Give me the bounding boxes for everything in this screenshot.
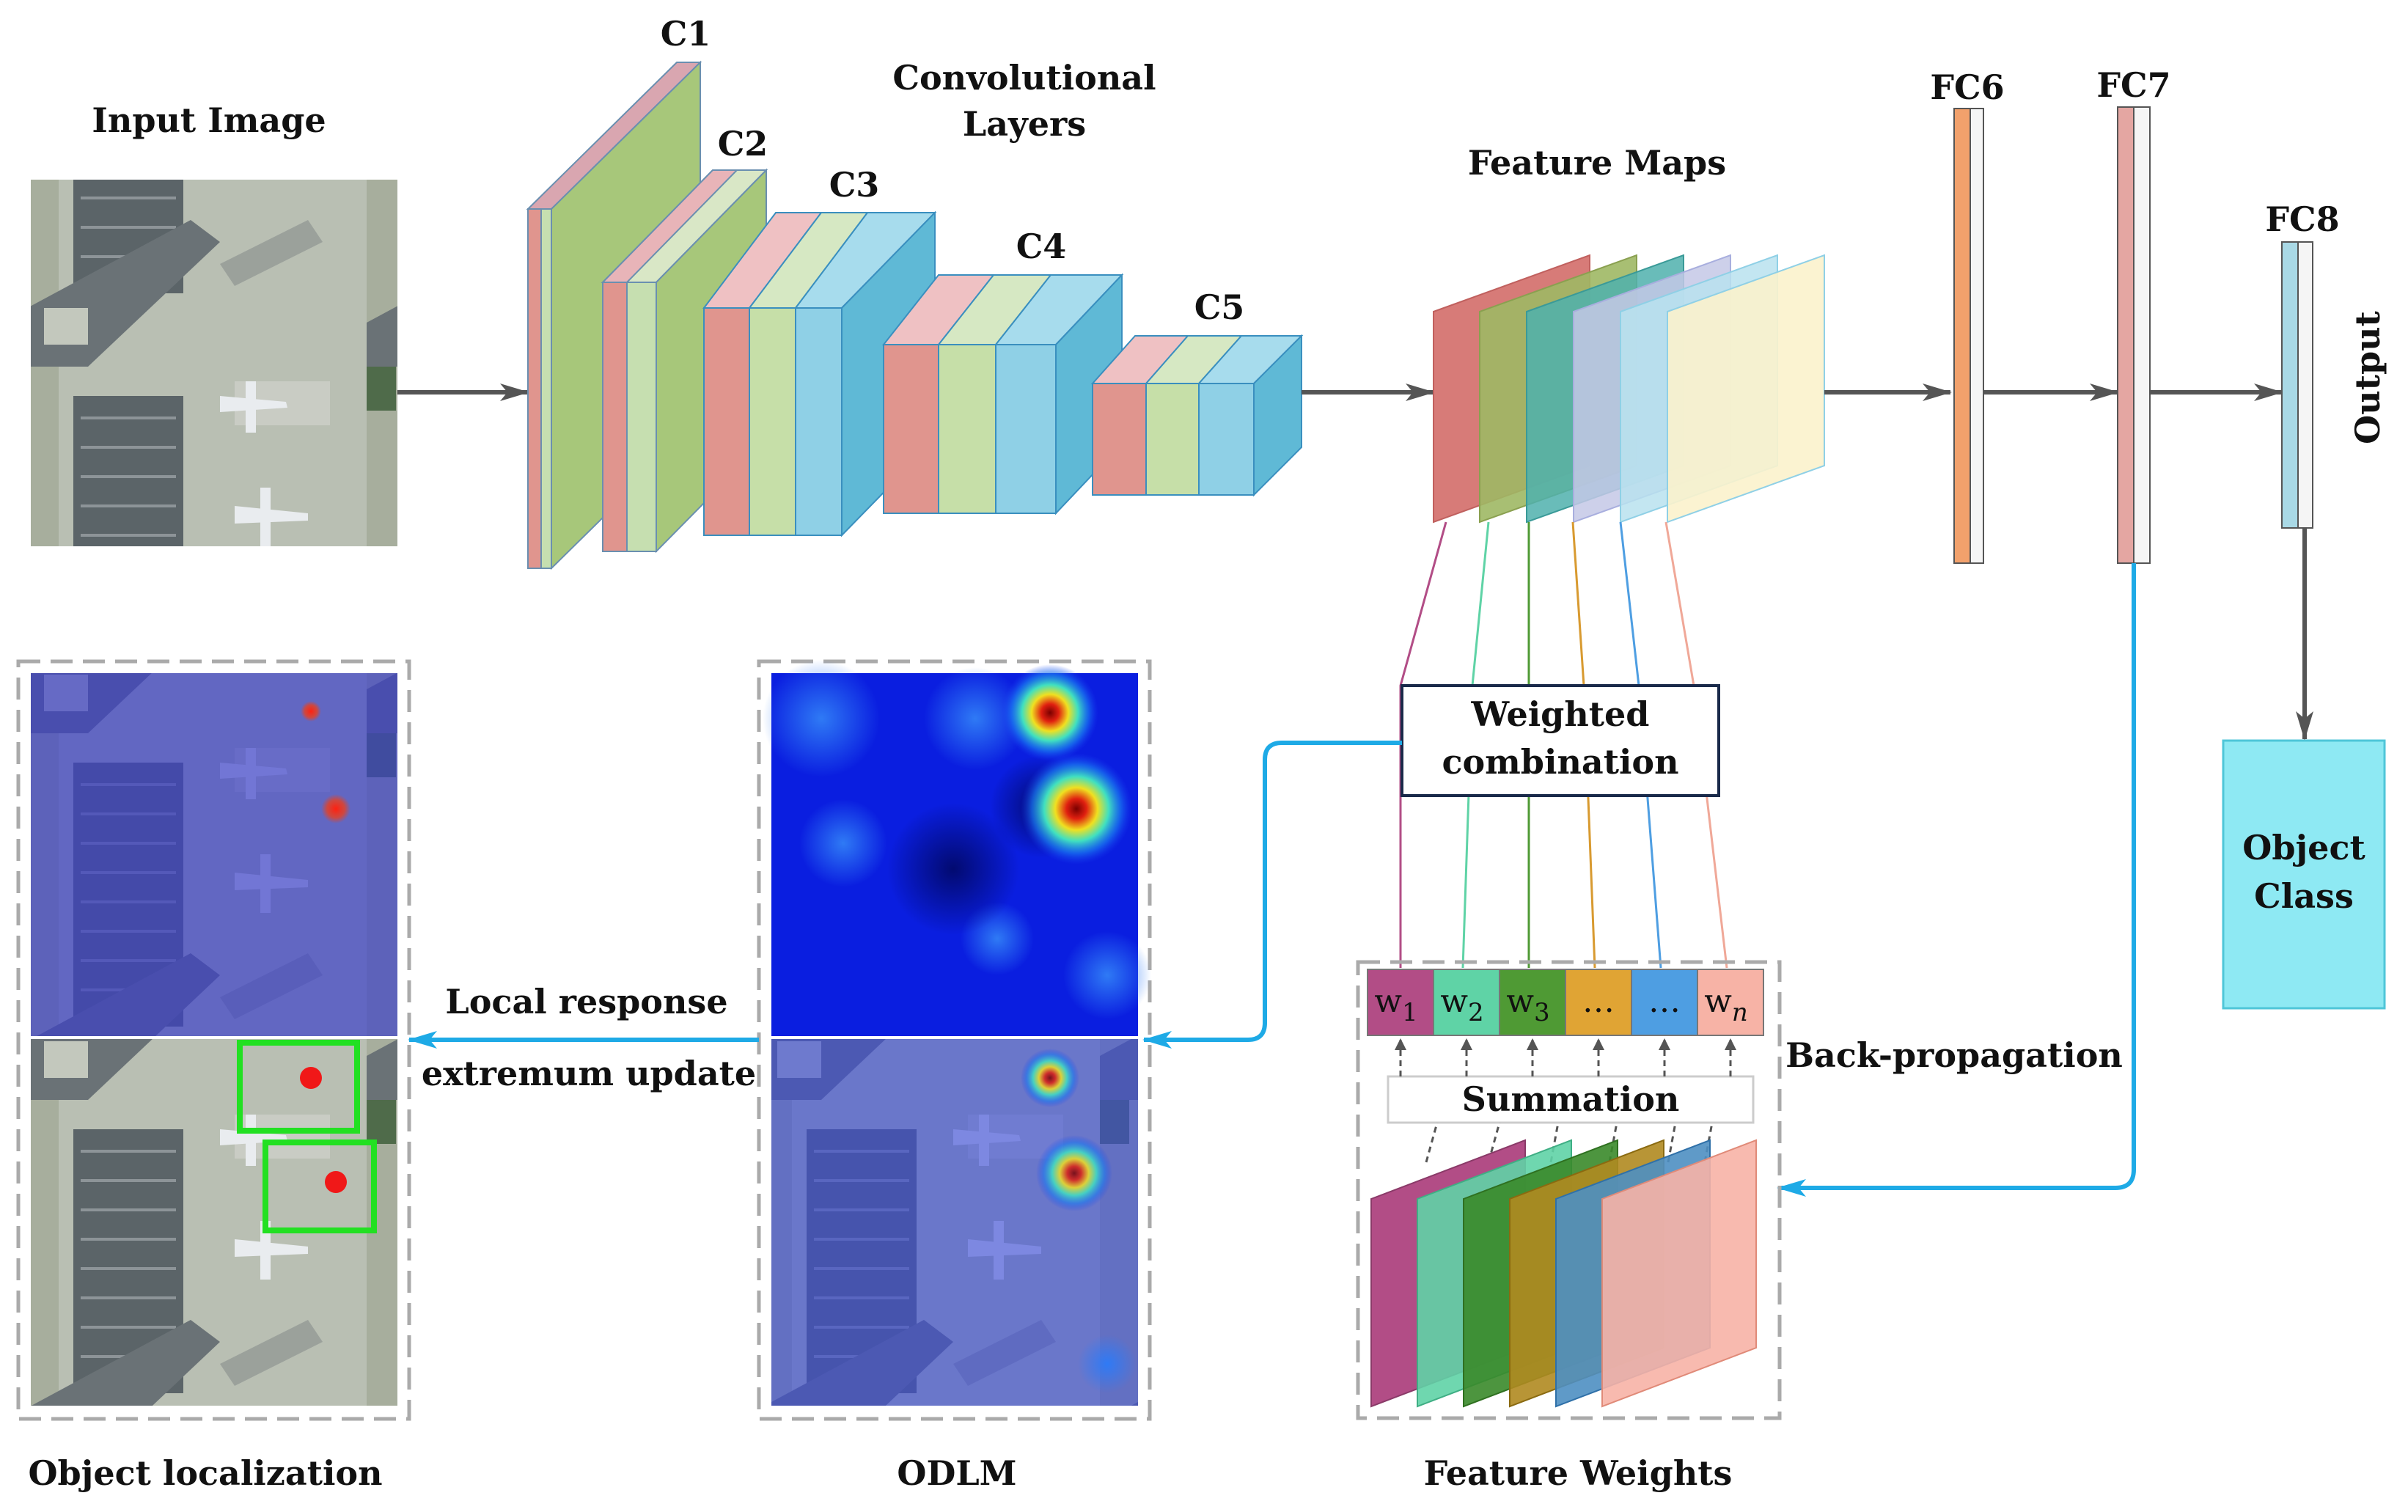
local-response-label-line2: extremum update [422,1054,756,1093]
localization-result-image [31,1039,397,1406]
fc7-label: FC7 [2096,65,2170,105]
weight-cell-5: … [1631,969,1698,1036]
odlm-overlay-image [771,1039,1138,1406]
feature-maps-stack [1433,254,1825,524]
fc8-layer [2281,241,2313,529]
weight-cell-1: w1 [1367,969,1434,1036]
local-response-label-line1: Local response [445,982,727,1021]
arrow-weighted-to-odlm [1142,741,1402,1049]
odlm-label: ODLM [897,1453,1016,1493]
localization-response-image [31,673,397,1036]
summation-box: Summation [1387,1075,1755,1124]
svg-text:Class: Class [2254,876,2354,916]
weight-cell-6: wn [1697,969,1764,1036]
object-class-box: Object Class [2222,739,2386,1010]
c2-label: C2 [718,124,768,164]
c5-label: C5 [1194,287,1245,327]
feature-maps-label: Feature Maps [1468,143,1726,183]
weight-cell-4: … [1565,969,1632,1036]
summation-arrows [1395,1038,1736,1163]
input-image-label: Input Image [92,100,326,140]
fc6-layer [1953,108,1984,564]
fc7-layer [2117,106,2151,564]
c1-label: C1 [661,14,711,54]
odlm-heatmap [763,660,1151,1036]
feature-weight-maps [1370,1139,1757,1408]
fc8-label: FC8 [2265,199,2339,239]
feature-weights-frame [1356,960,1782,1420]
c3-label: C3 [829,165,880,205]
conv-title-line1: Convolutional [892,58,1156,98]
arrow-back-propagation [1777,563,2136,1197]
conv-layer-c4 [881,273,1124,515]
conv-title-line2: Layers [963,104,1086,144]
svg-text:Object: Object [2242,828,2365,867]
svg-text:Weighted: Weighted [1471,694,1650,734]
conv-layer-c5 [1090,334,1304,497]
weight-cell-3: w3 [1499,969,1566,1036]
c4-label: C4 [1016,227,1067,266]
weight-cell-label: … [1648,983,1681,1020]
back-propagation-label: Back-propagation [1785,1035,2123,1075]
svg-text:Summation: Summation [1462,1079,1680,1119]
weight-cell-label: w2 [1440,983,1483,1027]
svg-text:combination: combination [1442,742,1678,782]
input-aerial-image [31,180,397,546]
fc6-label: FC6 [1930,67,2004,107]
weight-cell-2: w2 [1433,969,1500,1036]
object-localization-frame [16,659,411,1421]
feature-weights-label: Feature Weights [1424,1453,1733,1493]
weight-cell-label: … [1582,983,1615,1020]
output-label: Output [2348,310,2387,444]
object-localization-label: Object localization [28,1453,382,1493]
weighted-combination-box: Weighted combination [1401,684,1720,797]
